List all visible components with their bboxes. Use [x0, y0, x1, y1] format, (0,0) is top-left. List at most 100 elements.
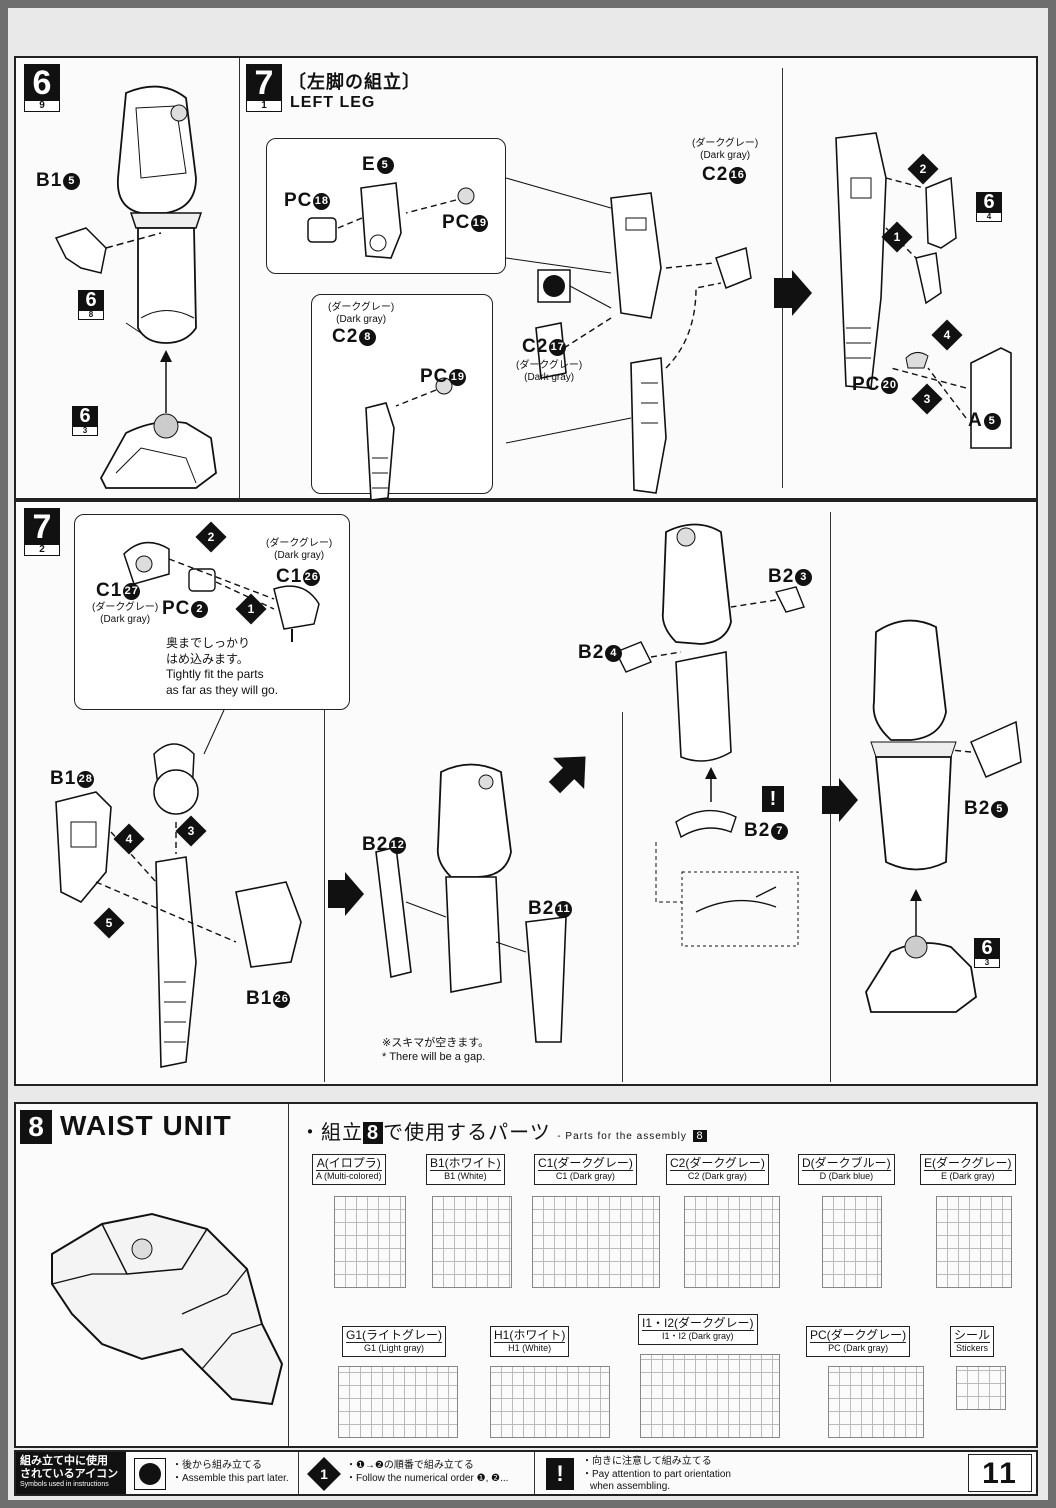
runner-image-h1 [490, 1366, 610, 1438]
next-arrow [548, 756, 586, 794]
left-leg-drawing [307, 177, 752, 501]
runner-image-i1-i2 [640, 1354, 780, 1438]
page-number: 11 [968, 1454, 1032, 1492]
step-title: WAIST UNIT [60, 1110, 232, 1141]
legend-order: ・❶→❷の順番で組み立てる・Follow the numerical order… [346, 1460, 509, 1484]
runner-label-b1: B1(ホワイト)B1 (White) [426, 1154, 505, 1186]
runner-label-h1: H1(ホワイト)H1 (White) [490, 1326, 570, 1358]
divider [239, 58, 240, 498]
callout-box [311, 294, 493, 494]
runner-label-c2: C2(ダークグレー)C2 (Dark gray) [666, 1154, 769, 1186]
runner-label-g1: G1(ライトグレー)G1 (Light gray) [342, 1326, 447, 1358]
step-title-en: LEFT LEG [290, 94, 376, 111]
order-badge-1: 1 [235, 593, 267, 625]
color-note: (ダークグレー)(Dark gray) [328, 302, 395, 325]
divider [298, 1452, 299, 1494]
assemble-later-icon [134, 1458, 166, 1490]
leg-armor-drawing [375, 763, 567, 1043]
order-badge-1: 1 [881, 221, 913, 253]
runner-image-stickers [956, 1366, 1006, 1410]
part-label-b1-5: EB15 [36, 170, 81, 192]
legend-attention: ・向きに注意して組み立てる・Pay attention to part orie… [582, 1456, 731, 1492]
order-badge-3: 3 [175, 815, 207, 847]
runner-label-i1-i2: I1・I2(ダークグレー)I1・I2 (Dark gray) [638, 1314, 758, 1346]
step-number: 8 [20, 1110, 52, 1144]
runner-image-c2 [684, 1196, 780, 1288]
runner-label-pc: PC(ダークグレー)PC (Dark gray) [806, 1326, 911, 1358]
runner-label-d: D(ダークブルー)D (Dark blue) [798, 1154, 895, 1186]
color-note: (ダークグレー)(Dark gray) [516, 360, 583, 383]
leg-frame-drawing [835, 132, 1012, 449]
order-badge-4: 4 [113, 823, 145, 855]
color-note: (ダークグレー)(Dark gray) [266, 538, 333, 561]
legend-bar: 組み立て中に使用 されているアイコン Symbols used in instr… [14, 1450, 1038, 1496]
runner-image-pc [828, 1366, 924, 1438]
step-title-jp: 〔左脚の組立〕 [288, 72, 421, 92]
order-badge-3: 3 [911, 383, 943, 415]
legend-title: 組み立て中に使用 されているアイコン Symbols used in instr… [16, 1452, 126, 1494]
order-badge-5: 5 [93, 907, 125, 939]
order-badge-4: 4 [931, 319, 963, 351]
divider [534, 1452, 535, 1494]
runner-label-c1: C1(ダークグレー)C1 (Dark gray) [534, 1154, 637, 1186]
complete-leg-drawing [865, 619, 1022, 1013]
runner-image-g1 [338, 1366, 458, 1438]
runner-image-a [334, 1196, 406, 1288]
lower-leg-drawing [615, 523, 805, 947]
leg-assembly-drawing [54, 85, 217, 489]
color-note: (ダークグレー)(Dark gray) [692, 138, 759, 161]
runner-label-a: A(イロプラ)A (Multi-colored) [312, 1154, 386, 1186]
step-number: 7 1 [246, 64, 282, 112]
attention-icon: ! [762, 786, 784, 812]
waist-unit-drawing [51, 1212, 284, 1406]
runner-label-e: E(ダークグレー)E (Dark gray) [920, 1154, 1016, 1186]
runner-image-d [822, 1196, 882, 1288]
order-badge-2: 2 [907, 153, 939, 185]
divider [288, 1104, 289, 1446]
next-arrow [328, 872, 364, 916]
runner-image-b1 [432, 1196, 512, 1288]
divider [622, 712, 623, 1082]
color-note: (ダークグレー)(Dark gray) [92, 602, 159, 625]
attention-icon: ! [546, 1458, 574, 1490]
gap-note: ※スキマが空きます。* There will be a gap. [382, 1037, 490, 1064]
step-number: 7 2 [24, 508, 60, 556]
runner-image-c1 [532, 1196, 660, 1288]
legend-later: ・後から組み立てる・Assemble this part later. [172, 1460, 289, 1484]
order-badge-2: 2 [195, 521, 227, 553]
instruction-page: 6 9 EB15 68 63 7 1 [8, 8, 1048, 1500]
step-number: 6 9 [24, 64, 60, 112]
runner-image-e [936, 1196, 1012, 1288]
divider [324, 702, 325, 1082]
next-arrow [774, 270, 812, 316]
thigh-assembly-drawing [55, 769, 302, 1068]
order-icon: 1 [307, 1457, 341, 1491]
